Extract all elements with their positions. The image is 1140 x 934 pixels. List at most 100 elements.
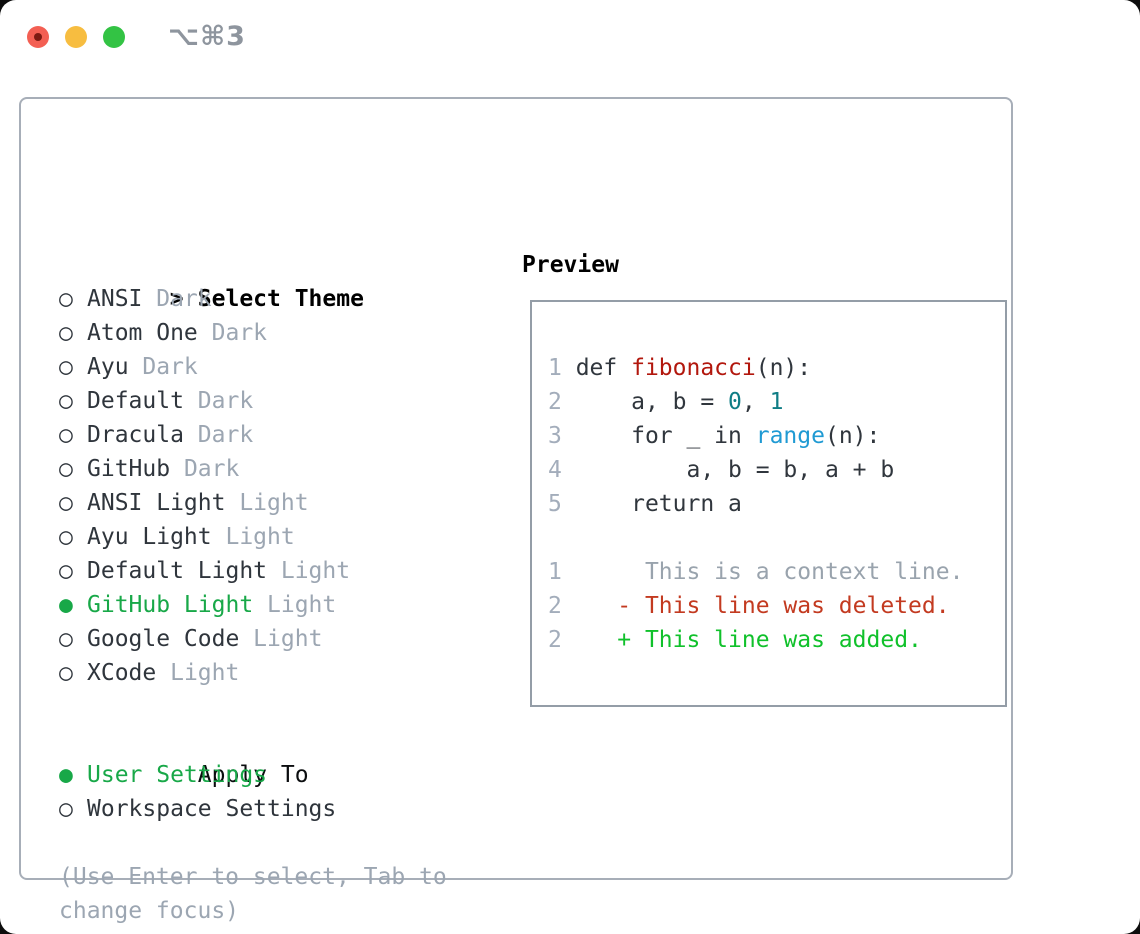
code-token: + This line was added.: [575, 627, 922, 653]
theme-option[interactable]: ○XCode Light: [59, 656, 499, 690]
window-title: ⌥⌘3: [168, 21, 246, 52]
theme-option[interactable]: ○ Atom One Dark: [59, 316, 499, 350]
theme-name: Atom One: [87, 320, 198, 346]
theme-option[interactable]: ○ Default Dark: [59, 384, 499, 418]
theme-variant: Dark: [170, 456, 240, 482]
theme-name: Ayu Light: [87, 524, 212, 550]
theme-name: Google Code: [87, 626, 240, 652]
code-token: - This line was deleted.: [575, 593, 950, 619]
code-token: a, b =: [575, 389, 729, 415]
code-line: 2 a, b = 0, 1: [548, 385, 1005, 419]
radio-icon: ○: [59, 422, 73, 448]
preview-title: Preview: [522, 252, 619, 278]
theme-name: ANSI Light: [87, 490, 226, 516]
theme-variant: Dark: [183, 422, 254, 448]
line-number: 2: [548, 593, 576, 619]
radio-icon: ○: [59, 388, 73, 414]
theme-name: GitHub: [87, 456, 171, 482]
theme-variant: Dark: [183, 388, 254, 414]
code-token: (n):: [824, 423, 881, 449]
code-token: 1: [769, 389, 784, 415]
code-line: 3 for _ in range(n):: [548, 419, 1005, 453]
code-line: 2 - This line was deleted.: [548, 589, 1005, 623]
theme-name: Default: [87, 388, 184, 414]
radio-icon: ●: [59, 762, 73, 788]
radio-icon: ○: [59, 660, 73, 686]
line-number: 5: [548, 491, 576, 517]
theme-option[interactable]: ● GitHub Light Light: [59, 588, 499, 622]
theme-variant: Light: [239, 626, 323, 652]
radio-icon: ○: [59, 524, 73, 550]
cursor-icon: >: [169, 286, 184, 312]
radio-icon: ○: [59, 490, 73, 516]
apply-option-label: Workspace Settings: [87, 796, 337, 822]
code-line: 4 a, b = b, a + b: [548, 453, 1005, 487]
line-number: 3: [548, 423, 576, 449]
minimize-button[interactable]: [65, 26, 87, 48]
theme-variant: Light: [267, 558, 351, 584]
code-token: ,: [741, 389, 770, 415]
hint-text-line1: (Use Enter to select, Tab to: [59, 864, 447, 890]
theme-variant: Light: [225, 490, 309, 516]
theme-option[interactable]: ○ GitHub Dark: [59, 452, 499, 486]
theme-option[interactable]: ○ Ayu Dark: [59, 350, 499, 384]
code-line: 1 This is a context line.: [548, 555, 1005, 589]
apply-option-label: User Settings: [87, 762, 268, 788]
radio-icon: ●: [59, 592, 73, 618]
theme-name: Dracula: [87, 422, 184, 448]
apply-to-header: Apply To: [59, 724, 499, 788]
theme-option[interactable]: ○ ANSI Light Light: [59, 486, 499, 520]
code-line: 1 def fibonacci(n):: [548, 351, 1005, 385]
radio-icon: ○: [59, 354, 73, 380]
theme-name: Ayu: [87, 354, 129, 380]
radio-icon: ○: [59, 558, 73, 584]
apply-option[interactable]: ● User Settings: [59, 758, 499, 792]
theme-option[interactable]: ○ Dracula Dark: [59, 418, 499, 452]
code-token: for _ in: [575, 423, 756, 449]
zoom-button[interactable]: [103, 26, 125, 48]
radio-icon: ○: [59, 626, 73, 652]
line-number: 1: [548, 559, 576, 585]
theme-variant: Dark: [128, 354, 198, 380]
code-token: a, b = b, a + b: [575, 457, 895, 483]
code-line: 2 + This line was added.: [548, 623, 1005, 657]
radio-icon: ○: [59, 286, 73, 312]
theme-option[interactable]: ○ Default Light Light: [59, 554, 499, 588]
code-token: (n):: [755, 355, 812, 381]
theme-variant: Dark: [197, 320, 268, 346]
code-line: 5 return a: [548, 487, 1005, 521]
code-line: [548, 521, 1005, 555]
close-button[interactable]: [27, 26, 49, 48]
hint-text-line2: change focus): [59, 898, 240, 924]
code-token: return a: [575, 491, 742, 517]
theme-name: ANSI: [87, 286, 143, 312]
line-number: 4: [548, 457, 576, 483]
spacer: [59, 690, 499, 724]
theme-variant: Light: [253, 592, 337, 618]
theme-list-header: > Select Theme: [59, 248, 499, 312]
line-number: 2: [548, 389, 576, 415]
theme-list: ○ ANSI Dark ○ Atom One Dark ○ Ayu Dark ○ Defaul…: [59, 282, 499, 690]
radio-icon: ○: [59, 796, 73, 822]
radio-icon: ○: [59, 320, 73, 346]
spacer: [59, 826, 499, 860]
radio-icon: ○: [59, 456, 73, 482]
theme-name: Default Light: [87, 558, 268, 584]
theme-option[interactable]: ○ Google Code Light: [59, 622, 499, 656]
line-number: 2: [548, 627, 576, 653]
code-token: fibonacci: [631, 355, 756, 381]
theme-option[interactable]: ○ Ayu Light Light: [59, 520, 499, 554]
theme-variant: Light: [211, 524, 295, 550]
theme-name: GitHub Light: [87, 592, 254, 618]
theme-variant: Light: [156, 660, 240, 686]
theme-list-title: Select Theme: [197, 286, 364, 312]
apply-option[interactable]: ○ Workspace Settings: [59, 792, 499, 826]
apply-to-list: ● User Settings ○ Workspace Settings: [59, 758, 499, 826]
theme-option[interactable]: ○ ANSI Dark: [59, 282, 499, 316]
code-token: This is a context line.: [575, 559, 964, 585]
code-token: def: [575, 355, 632, 381]
theme-variant: Dark: [142, 286, 212, 312]
